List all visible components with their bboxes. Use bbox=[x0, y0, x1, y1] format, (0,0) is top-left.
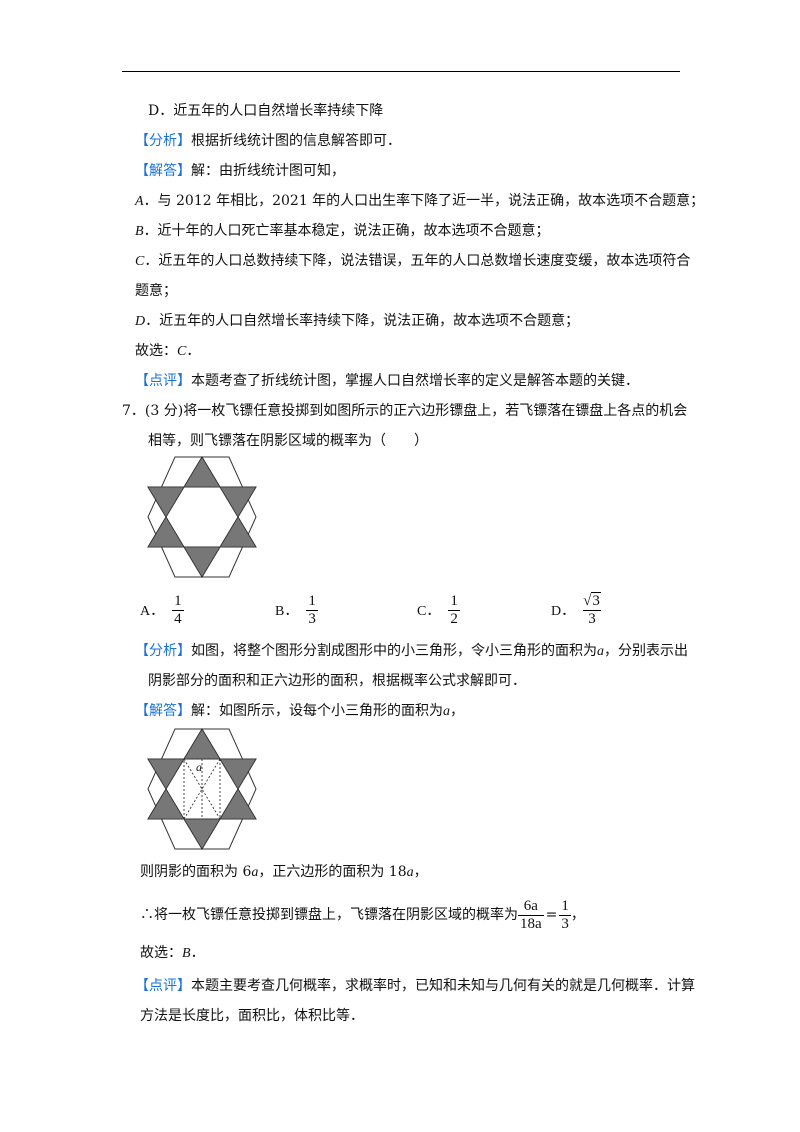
header-rule bbox=[122, 71, 680, 72]
analysis-tag: 【分析】 bbox=[135, 133, 191, 149]
shaded-triangle-bottom bbox=[183, 546, 221, 578]
comment-tag: 【点评】 bbox=[135, 978, 191, 994]
analysis-tag: 【分析】 bbox=[135, 643, 191, 659]
q7-analysis-line1: 【分析】如图，将整个图形分割成图形中的小三角形，令小三角形的面积为a，分别表示出 bbox=[135, 643, 688, 659]
shaded-triangle-upper-right bbox=[219, 486, 257, 518]
q7-analysis-line2: 阴影部分的面积和正六边形的面积，根据概率公式求解即可． bbox=[148, 673, 526, 689]
hexagon-subdivision-figure: a bbox=[147, 728, 257, 850]
q7-stem-line2: 相等，则飞镖落在阴影区域的概率为（ ） bbox=[148, 433, 428, 449]
prev-answer-d: D．近五年的人口自然增长率持续下降，说法正确，故本选项不合题意； bbox=[135, 313, 580, 329]
shaded-triangle-upper-left bbox=[147, 486, 185, 518]
prev-answer-c: C．近五年的人口总数持续下降，说法错误，五年的人口总数增长速度变缓，故本选项符合 bbox=[135, 253, 691, 269]
q7-choose: 故选：B． bbox=[140, 945, 205, 961]
prev-comment: 【点评】本题考查了折线统计图，掌握人口自然增长率的定义是解答本题的关键． bbox=[135, 373, 639, 389]
shaded-triangle-lower-right bbox=[219, 516, 257, 548]
sqrt-symbol: √3 bbox=[583, 591, 601, 609]
dotted-rectangle bbox=[183, 758, 221, 820]
comment-tag: 【点评】 bbox=[135, 373, 191, 389]
prev-answer-c-cont: 题意； bbox=[135, 283, 177, 299]
prev-answer-a: A．与 2012 年相比，2021 年的人口出生率下降了近一半，说法正确，故本选… bbox=[135, 193, 705, 209]
q7-comment-line1: 【点评】本题主要考查几何概率，求概率时，已知和未知与几何有关的就是几何概率．计算 bbox=[135, 978, 695, 994]
shaded-triangle-top bbox=[183, 456, 221, 488]
hexagon-dartboard-figure bbox=[147, 456, 257, 578]
area-label-a: a bbox=[196, 760, 202, 774]
q7-answer-intro: 【解答】解：如图所示，设每个小三角形的面积为a， bbox=[135, 703, 464, 719]
prev-option-d: D．近五年的人口自然增长率持续下降 bbox=[148, 103, 384, 119]
prev-analysis: 【分析】根据折线统计图的信息解答即可． bbox=[135, 133, 401, 149]
prev-choose: 故选：C． bbox=[135, 343, 201, 359]
shaded-triangle-lower-left bbox=[147, 516, 185, 548]
answer-tag: 【解答】 bbox=[135, 163, 191, 179]
answer-tag: 【解答】 bbox=[135, 703, 191, 719]
prev-answer-intro: 【解答】解：由折线统计图可知， bbox=[135, 163, 345, 179]
q7-shadow-area: 则阴影的面积为 6a，正六边形的面积为 18a， bbox=[140, 864, 428, 880]
q7-stem-line1: 7．(3 分)将一枚飞镖任意投掷到如图所示的正六边形镖盘上，若飞镖落在镖盘上各点… bbox=[122, 403, 688, 419]
q7-comment-line2: 方法是长度比，面积比，体积比等． bbox=[140, 1008, 364, 1024]
prev-answer-b: B．近十年的人口死亡率基本稳定，说法正确，故本选项不合题意； bbox=[135, 223, 550, 239]
